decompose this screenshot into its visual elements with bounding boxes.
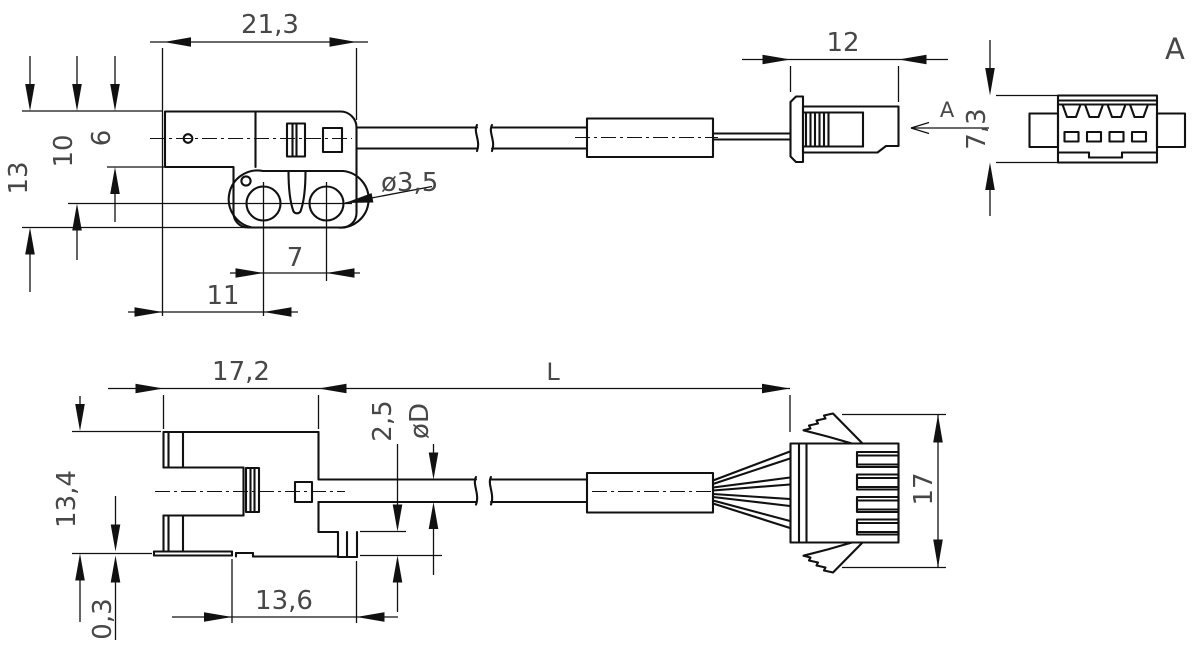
plug-contacts bbox=[855, 450, 900, 536]
dim-body-length: 17,2 bbox=[212, 357, 270, 387]
dim-base-length: 13,6 bbox=[255, 586, 313, 616]
dim-hole-to-edge: 11 bbox=[206, 281, 239, 311]
view-arrow-label: A bbox=[940, 98, 955, 122]
dim-cable-dia: øD bbox=[405, 403, 435, 439]
plug-end-pins bbox=[1063, 130, 1148, 143]
cable-break bbox=[473, 475, 479, 506]
dim-plug-height: 7,3 bbox=[962, 108, 992, 149]
plug-ribs bbox=[804, 111, 830, 148]
cable-break bbox=[489, 123, 495, 153]
dim-base-lip: 0,3 bbox=[88, 598, 118, 639]
plug-end-view: A bbox=[1028, 32, 1187, 164]
dim-overall-height-bottom: 13,4 bbox=[52, 470, 82, 528]
mount-foot bbox=[336, 530, 359, 559]
cable-bottom-view bbox=[317, 412, 900, 574]
dim-hole-center-offset: 10 bbox=[49, 134, 79, 167]
dim-head-height: 6 bbox=[87, 130, 117, 147]
dim-overall-height: 13 bbox=[4, 161, 34, 194]
dim-plug-overall: 17 bbox=[909, 472, 939, 505]
sensor-top-view bbox=[68, 110, 370, 316]
sensor-bottom-view bbox=[152, 430, 359, 559]
dimensions-plug-side: 12 A 7,3 bbox=[742, 28, 1058, 216]
optical-window bbox=[244, 466, 314, 514]
view-a-label: A bbox=[1165, 32, 1185, 66]
plug-end-wing-left bbox=[1028, 112, 1060, 149]
latch-bottom bbox=[802, 541, 864, 574]
cable-break bbox=[488, 475, 494, 506]
dimensions-bottom-view: 17,2 L 13,4 0,3 13,6 2,5 ø bbox=[52, 357, 946, 640]
dim-hole-pitch: 7 bbox=[287, 243, 304, 273]
boss-waist bbox=[287, 169, 307, 215]
plug-housing bbox=[789, 442, 900, 544]
plug-body bbox=[801, 105, 900, 154]
body-window-2 bbox=[321, 126, 344, 154]
dim-cable-length: L bbox=[546, 358, 560, 386]
base-strip bbox=[152, 550, 340, 558]
cable-sleeve bbox=[585, 471, 715, 514]
dim-foot-step: 2,5 bbox=[368, 400, 398, 441]
cable-break bbox=[474, 123, 480, 153]
plug-end-wing-right bbox=[1155, 112, 1187, 149]
view-arrow-a: A bbox=[910, 98, 989, 135]
dimensions-top-view: 21,3 13 10 6 ø3,5 7 11 bbox=[4, 10, 438, 317]
latch-top bbox=[802, 412, 864, 445]
dim-body-width: 21,3 bbox=[241, 10, 299, 40]
plug-flange bbox=[789, 95, 805, 164]
wire-fan bbox=[711, 450, 792, 530]
small-hole bbox=[240, 175, 252, 187]
dim-mount-hole-dia: ø3,5 bbox=[381, 168, 438, 198]
cable-top-view bbox=[355, 95, 900, 164]
plug-end-keys bbox=[1061, 103, 1150, 119]
dim-plug-length: 12 bbox=[826, 28, 859, 58]
